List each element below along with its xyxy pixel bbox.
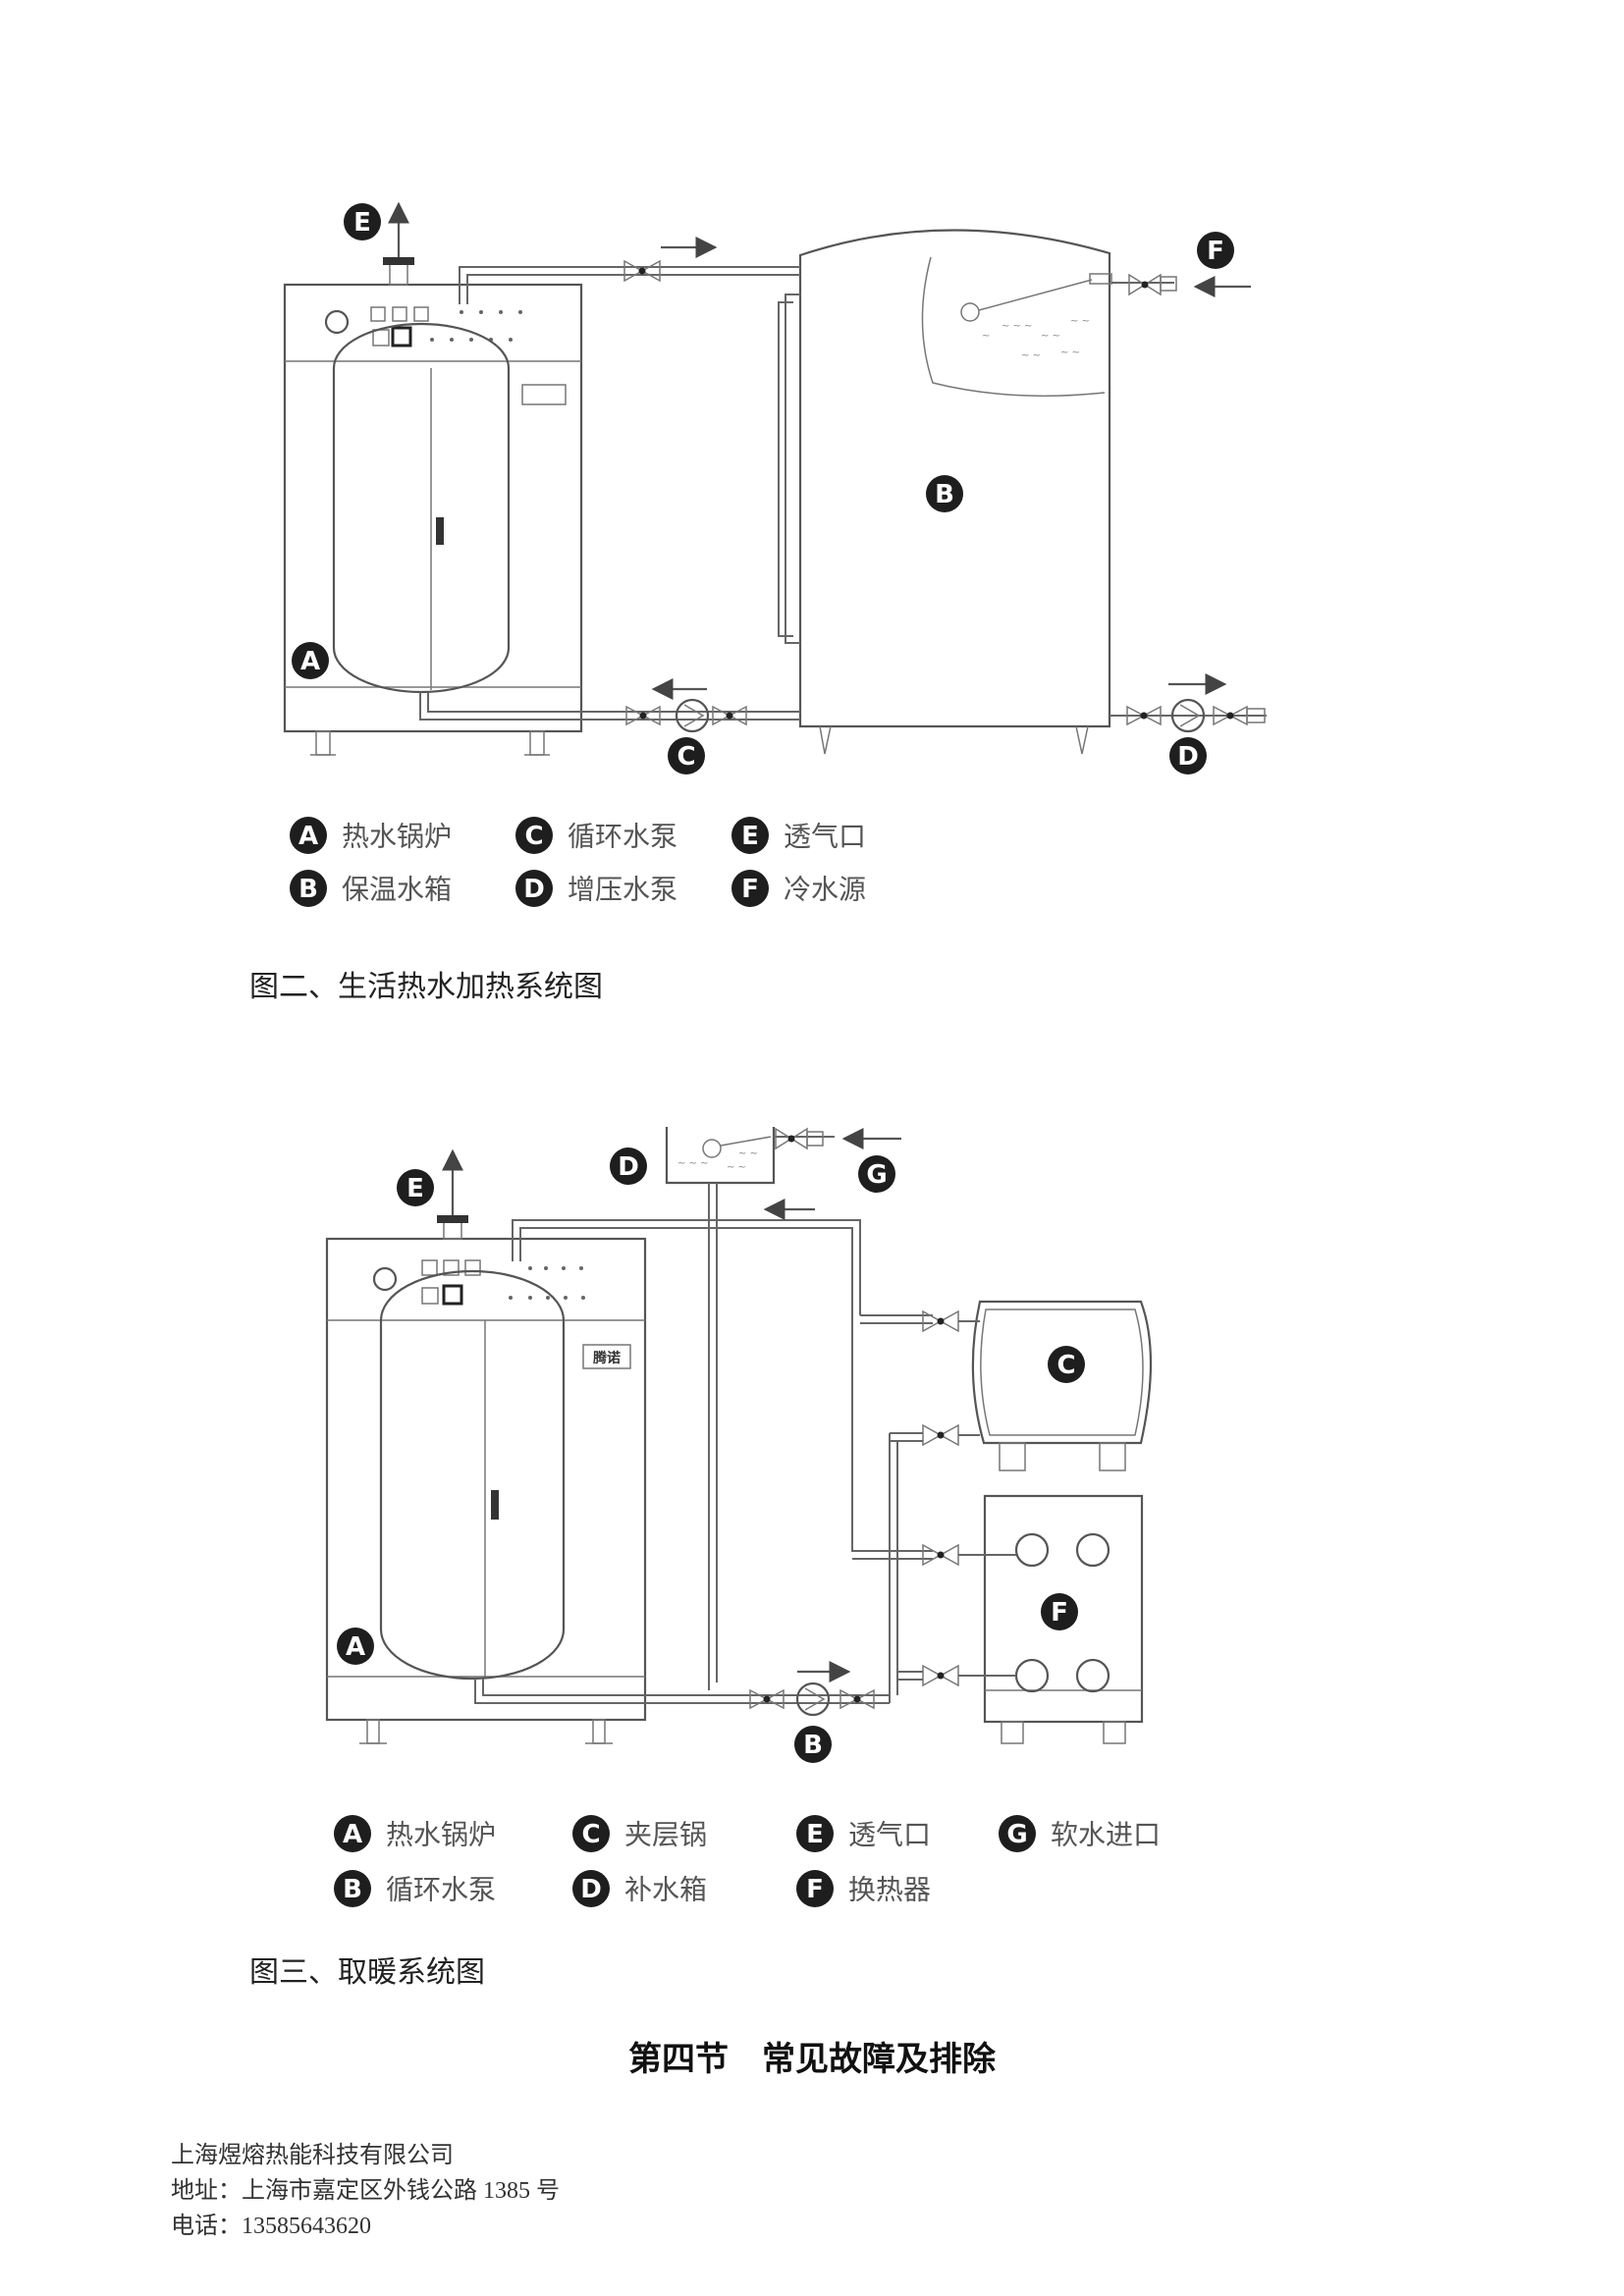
fig3-marker-d: D	[610, 1148, 647, 1185]
svg-text:E: E	[353, 208, 371, 238]
svg-text:F: F	[806, 1875, 824, 1904]
fig2-marker-d: D	[1169, 737, 1207, 774]
svg-text:循环水泵: 循环水泵	[386, 1874, 496, 1906]
svg-text:C: C	[677, 742, 695, 772]
heating-boiler-cabinet	[325, 1237, 647, 1722]
svg-text:透气口: 透气口	[848, 1819, 931, 1851]
circulation-pump-icon	[675, 698, 710, 733]
svg-text:F: F	[1207, 237, 1224, 266]
svg-text:D: D	[1177, 742, 1199, 772]
footer-address: 地址：上海市嘉定区外钱公路 1385 号	[171, 2178, 560, 2204]
fig3-legend: A 热水锅炉 C 夹层锅 E 透气口 G 软水进口 B 循环水泵 D 补水箱 F…	[334, 1815, 1161, 1907]
svg-text:C: C	[581, 1820, 600, 1849]
svg-text:~ ~ ~: ~ ~ ~	[677, 1158, 709, 1169]
svg-text:~ ~: ~ ~	[1021, 350, 1041, 361]
svg-text:D: D	[580, 1875, 602, 1904]
figure2-caption: 图二、生活热水加热系统图	[249, 970, 603, 1004]
svg-text:E: E	[406, 1174, 424, 1203]
svg-text:热水锅炉: 热水锅炉	[342, 821, 452, 853]
svg-text:~: ~	[982, 331, 990, 342]
footer-phone: 电话：13585643620	[171, 2214, 371, 2239]
svg-text:B: B	[803, 1731, 823, 1760]
svg-text:A: A	[300, 647, 320, 676]
svg-text:~ ~: ~ ~	[1041, 331, 1060, 342]
figure3-diagram: 腾诺 ~ ~ ~ ~ ~ ~ ~	[325, 1127, 1153, 1744]
svg-text:G: G	[866, 1160, 887, 1190]
footer-company: 上海煜熔热能科技有限公司	[171, 2143, 454, 2168]
svg-text:补水箱: 补水箱	[624, 1874, 707, 1906]
svg-text:A: A	[298, 822, 318, 851]
booster-pump-icon	[1170, 698, 1206, 733]
makeup-water-tank	[665, 1127, 776, 1185]
svg-text:C: C	[524, 822, 543, 851]
svg-text:~ ~ ~: ~ ~ ~	[1001, 321, 1033, 332]
svg-text:~ ~: ~ ~	[738, 1148, 758, 1159]
footer: 上海煜熔热能科技有限公司 地址：上海市嘉定区外钱公路 1385 号 电话：135…	[171, 2138, 560, 2244]
fig3-marker-f: F	[1041, 1593, 1078, 1630]
svg-text:D: D	[618, 1152, 639, 1182]
svg-text:~ ~: ~ ~	[1070, 316, 1090, 327]
svg-text:B: B	[343, 1875, 362, 1904]
boiler-cabinet	[283, 283, 583, 733]
svg-text:E: E	[806, 1820, 824, 1849]
fig2-marker-c: C	[668, 737, 705, 774]
section-heading: 第四节 常见故障及排除	[628, 2040, 996, 2079]
fig3-marker-c: C	[1048, 1346, 1085, 1383]
svg-text:E: E	[741, 822, 759, 851]
fig2-marker-b: B	[926, 475, 963, 512]
fig3-marker-a: A	[337, 1628, 374, 1665]
figure3-caption: 图三、取暖系统图	[249, 1955, 485, 1990]
svg-text:G: G	[1006, 1820, 1027, 1849]
fig3-marker-e: E	[397, 1169, 434, 1206]
svg-text:保温水箱: 保温水箱	[342, 874, 452, 906]
fig2-marker-e: E	[344, 203, 381, 240]
svg-text:夹层锅: 夹层锅	[624, 1819, 707, 1851]
svg-text:冷水源: 冷水源	[784, 874, 866, 906]
svg-text:~ ~: ~ ~	[1060, 347, 1080, 358]
svg-text:A: A	[346, 1632, 365, 1662]
svg-text:软水进口: 软水进口	[1051, 1819, 1161, 1851]
svg-text:循环水泵: 循环水泵	[568, 821, 677, 853]
svg-text:增压水泵: 增压水泵	[568, 874, 677, 906]
svg-text:A: A	[343, 1820, 362, 1849]
fig3-marker-g: G	[858, 1155, 895, 1193]
heating-gauge-icon	[372, 1266, 398, 1292]
heating-boiler-tank	[379, 1269, 566, 1681]
pressure-gauge-icon	[324, 309, 350, 335]
heating-circulation-pump-icon	[795, 1682, 831, 1717]
svg-text:B: B	[935, 480, 954, 509]
svg-text:D: D	[523, 875, 545, 904]
svg-text:换热器: 换热器	[848, 1874, 931, 1906]
heat-exchanger	[983, 1494, 1144, 1724]
brand-logo: 腾诺	[593, 1350, 621, 1366]
fig3-marker-b: B	[794, 1726, 832, 1763]
svg-text:C: C	[1056, 1351, 1075, 1380]
svg-text:热水锅炉: 热水锅炉	[386, 1819, 496, 1851]
fig2-marker-f: F	[1197, 232, 1234, 269]
jacketed-kettle	[971, 1300, 1153, 1445]
insulated-tank	[798, 229, 1111, 728]
boiler-tank	[332, 322, 511, 694]
svg-text:透气口: 透气口	[784, 821, 866, 853]
fig2-legend: A 热水锅炉 C 循环水泵 E 透气口 B 保温水箱 D 增压水泵 F 冷水源	[290, 817, 866, 907]
svg-text:~ ~: ~ ~	[727, 1162, 746, 1173]
svg-text:B: B	[298, 875, 318, 904]
fig2-marker-a: A	[292, 642, 329, 679]
svg-text:F: F	[1051, 1598, 1068, 1628]
svg-text:F: F	[741, 875, 759, 904]
figure2-diagram: ~ ~ ~~ ~~ ~ ~ ~~ ~~	[283, 201, 1267, 756]
